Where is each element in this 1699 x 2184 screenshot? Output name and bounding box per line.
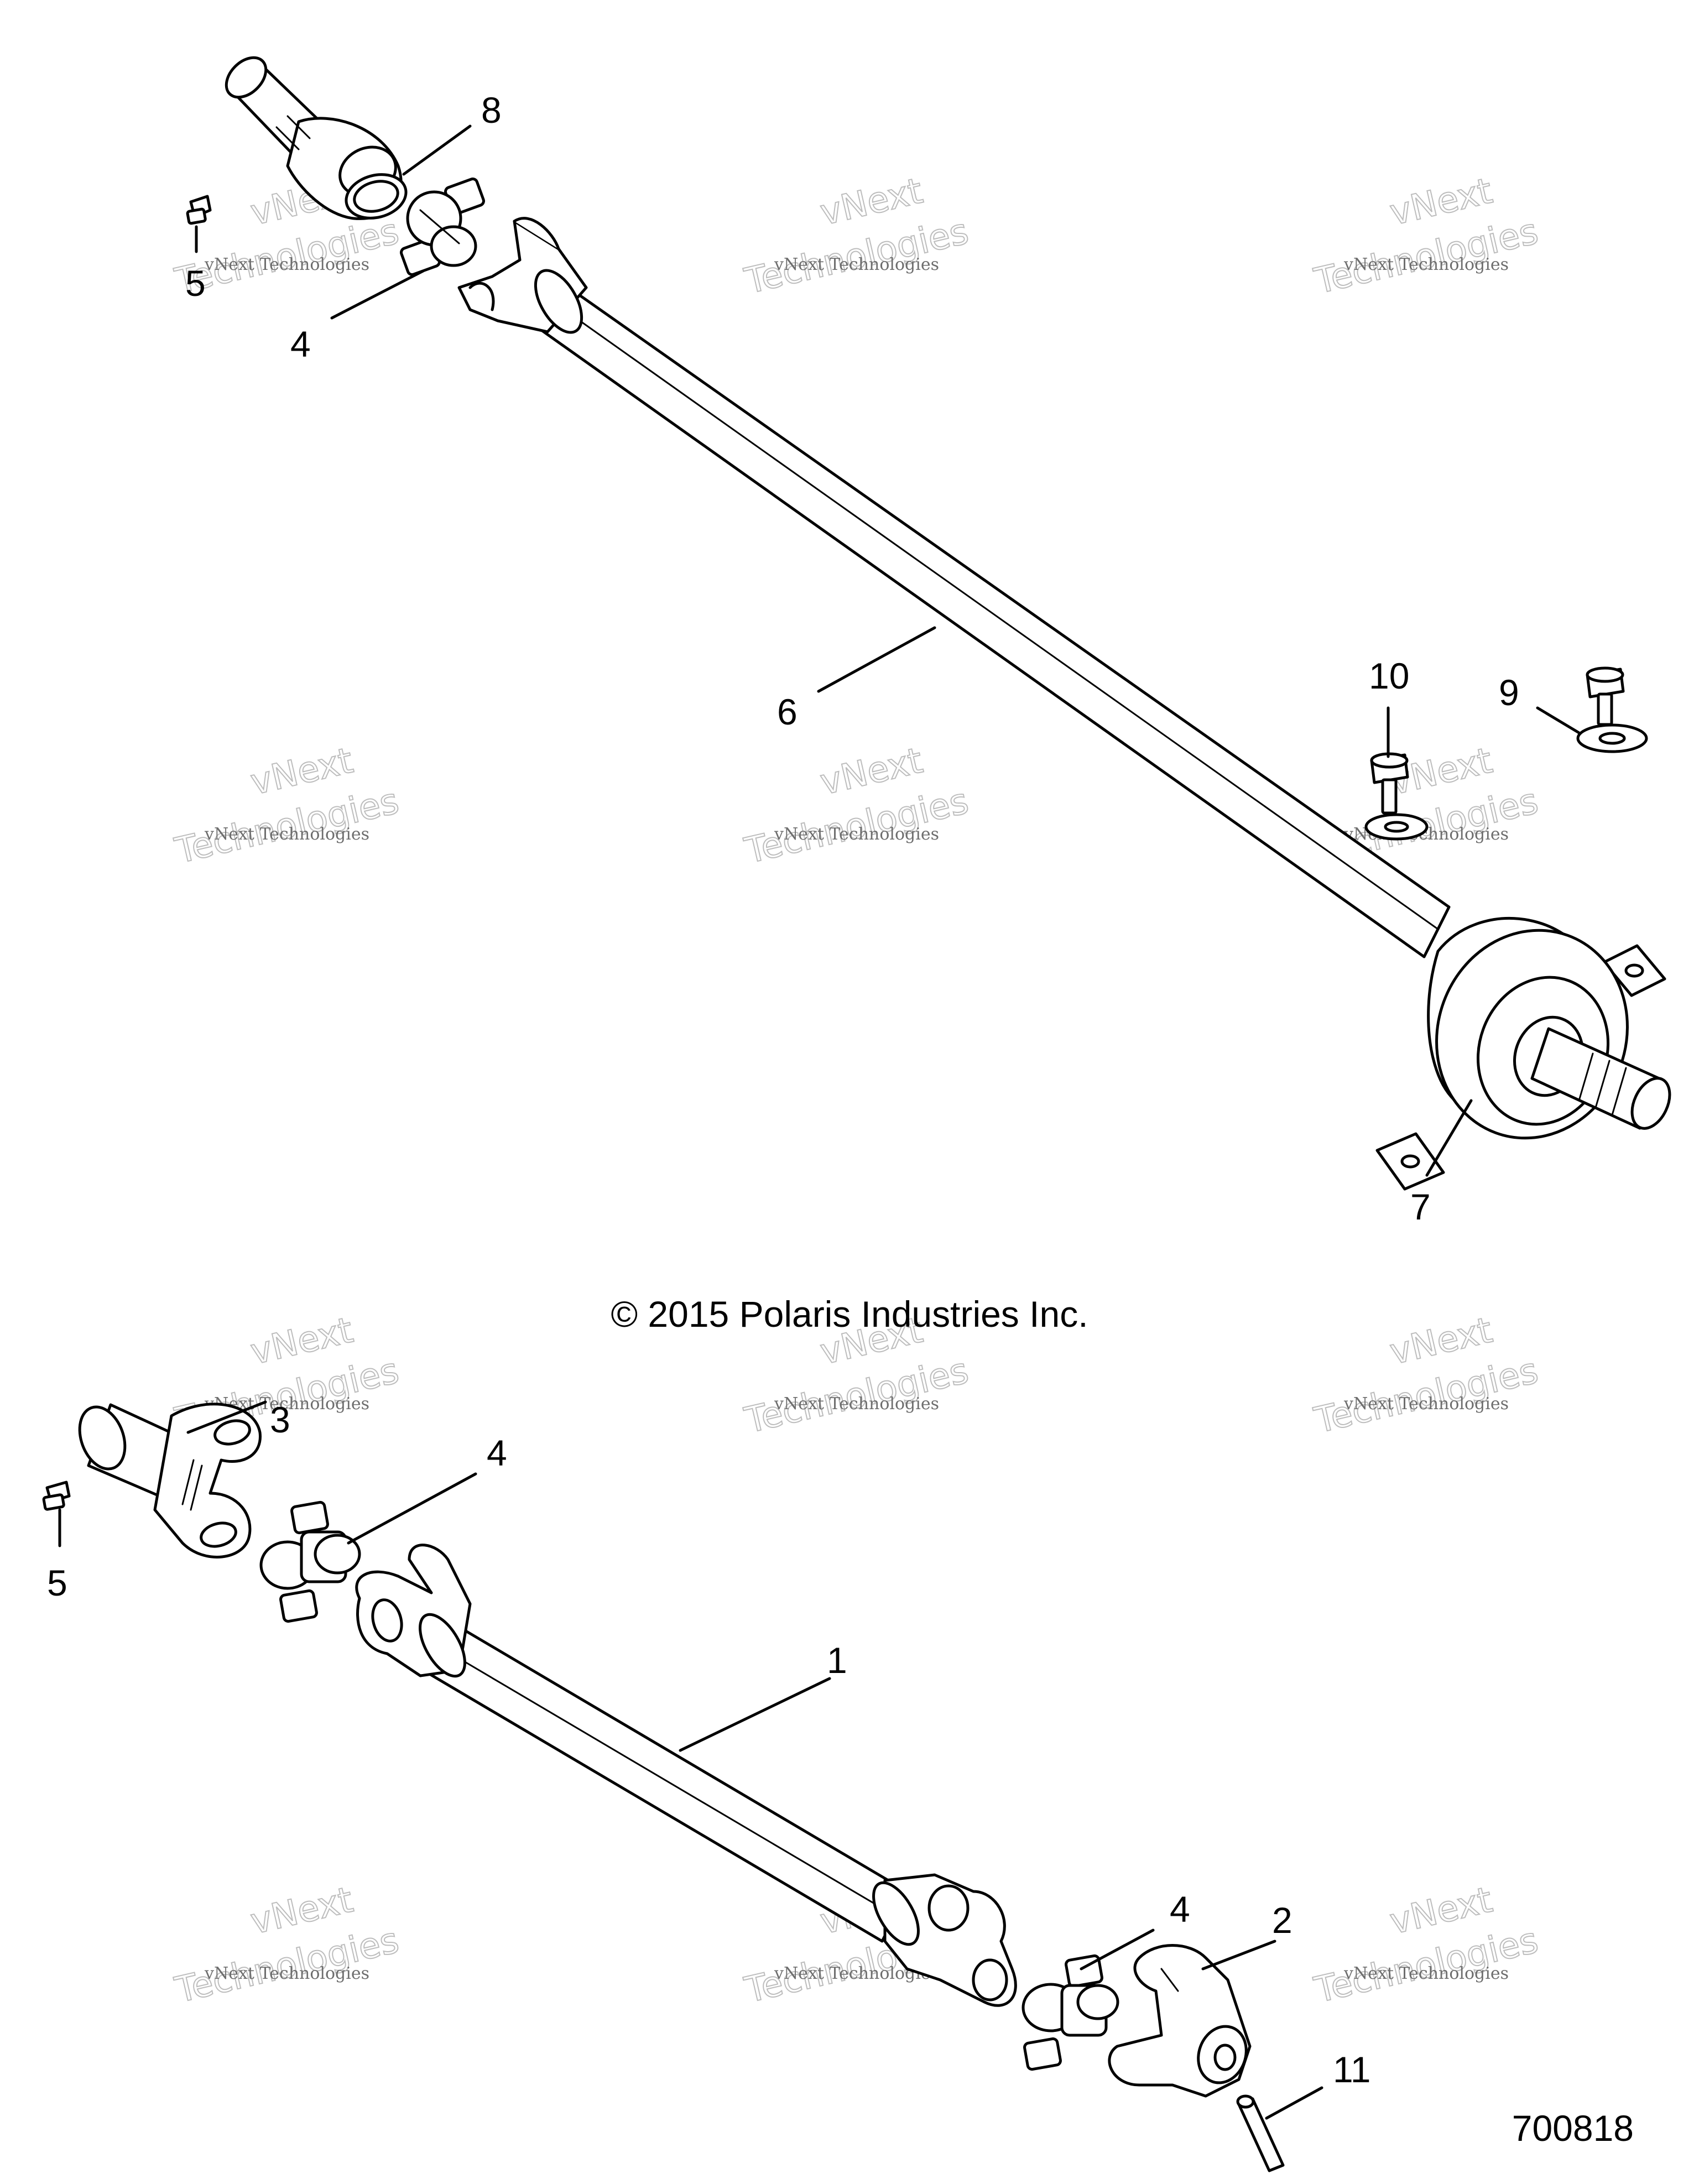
slip-yoke-part-8 <box>225 56 408 220</box>
flange-bolt-part-9 <box>1576 666 1648 753</box>
callout-10: 10 <box>1369 655 1409 696</box>
flange-bolt-part-10 <box>1364 752 1429 841</box>
watermark-grid: vNext Technologies vNext Technologies vN… <box>171 170 1542 2011</box>
figure-number: 700818 <box>1512 2108 1634 2149</box>
callout-4-upper: 4 <box>290 324 311 364</box>
watermark: vNext Technologies vNext Technologies <box>1310 170 1542 303</box>
svg-text:vNext Technologies: vNext Technologies <box>1343 1964 1509 1983</box>
callout-labels: 8 5 4 6 10 9 7 3 5 4 1 4 2 11 <box>47 90 1519 2090</box>
universal-joint-part-4-lower-right <box>1022 1954 1119 2071</box>
end-yoke-part-2 <box>1108 1944 1252 2098</box>
slip-yoke-part-3 <box>78 1403 262 1558</box>
callout-3: 3 <box>270 1399 290 1440</box>
svg-text:vNext Technologies: vNext Technologies <box>774 825 939 844</box>
watermark: vNext Technologies vNext Technologies <box>171 739 403 872</box>
grease-fitting-part-5-upper <box>186 195 212 225</box>
callout-9: 9 <box>1499 672 1519 713</box>
watermark: vNext Technologies vNext Technologies <box>1310 1879 1542 2011</box>
svg-text:vNext Technologies: vNext Technologies <box>1343 1394 1509 1414</box>
svg-text:vNext Technologies: vNext Technologies <box>1343 255 1509 274</box>
callout-4-lower-left: 4 <box>487 1432 507 1473</box>
grease-fitting-part-5-lower <box>42 1481 71 1511</box>
callout-4-lower-right: 4 <box>1170 1889 1190 1930</box>
svg-text:vNext Technologies: vNext Technologies <box>774 255 939 274</box>
drive-shaft-tube-part-1 <box>355 1544 1017 2007</box>
svg-text:vNext Technologies: vNext Technologies <box>774 1394 939 1414</box>
watermark: vNext Technologies vNext Technologies <box>741 170 973 303</box>
universal-joint-part-4-upper <box>400 178 485 276</box>
leader-lines <box>58 124 1581 2120</box>
watermark: vNext Technologies vNext Technologies <box>741 739 973 872</box>
svg-text:vNext Technologies: vNext Technologies <box>204 825 369 844</box>
copyright-notice: © 2015 Polaris Industries Inc. <box>611 1294 1088 1335</box>
callout-5-lower: 5 <box>47 1562 67 1603</box>
universal-joint-part-4-lower-left <box>259 1500 361 1623</box>
drive-shaft-tube-part-6 <box>457 217 1451 958</box>
svg-text:vNext Technologies: vNext Technologies <box>204 1964 369 1983</box>
callout-6: 6 <box>777 691 798 732</box>
callout-7: 7 <box>1410 1186 1431 1227</box>
callout-2: 2 <box>1272 1900 1293 1941</box>
roll-pin-part-11 <box>1236 2094 1285 2172</box>
watermark: vNext Technologies vNext Technologies <box>171 1879 403 2011</box>
svg-text:vNext Technologies: vNext Technologies <box>204 255 369 274</box>
callout-11: 11 <box>1333 2049 1371 2090</box>
center-bearing-part-7 <box>1375 916 1671 1191</box>
callout-5-upper: 5 <box>185 263 206 304</box>
callout-1: 1 <box>827 1640 847 1681</box>
callout-8: 8 <box>481 90 502 131</box>
